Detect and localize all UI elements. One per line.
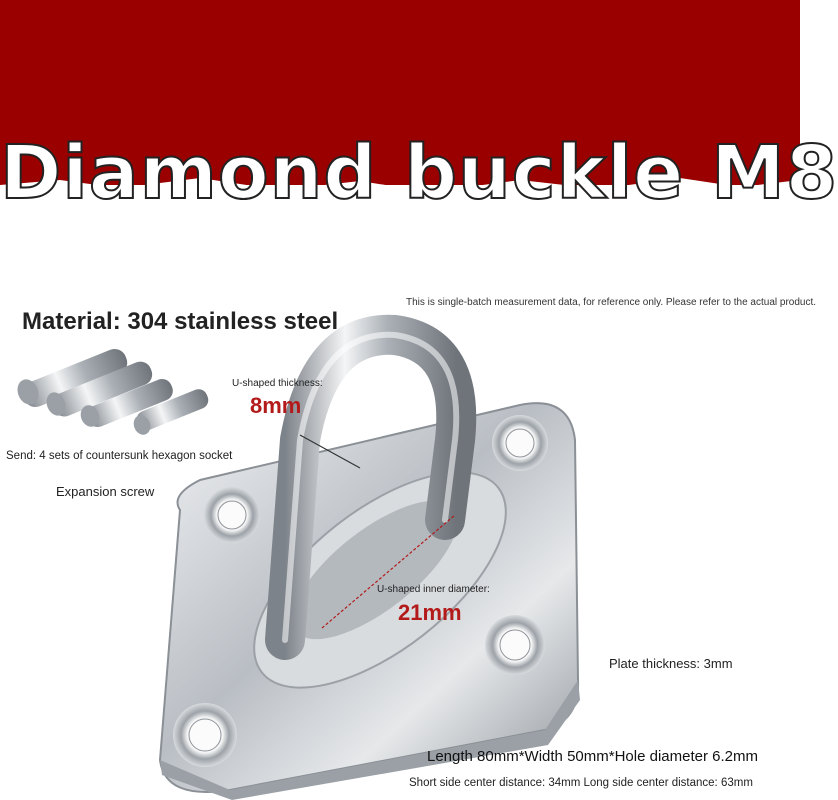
plate-thickness-label: Plate thickness: 3mm [609,656,733,671]
center-distance-label: Short side center distance: 34mm Long si… [409,777,753,789]
dimensions-label: Length 80mm*Width 50mm*Hole diameter 6.2… [427,748,758,765]
banner-torn-edge [0,178,800,210]
u-inner-diameter-label: U-shaped inner diameter: [377,584,490,595]
u-inner-diameter-value: 21mm [398,600,462,625]
red-banner [0,0,800,185]
expansion-screws-graphic [17,348,209,435]
material-label: Material: 304 stainless steel [22,308,339,335]
product-illustration [17,314,580,800]
reference-note: This is single-batch measurement data, f… [406,297,817,308]
accessory-name: Expansion screw [56,484,155,499]
product-title: Diamond buckle M8 [0,129,838,217]
u-thickness-value: 8mm [250,393,302,418]
u-thickness-label: U-shaped thickness: [232,378,323,389]
accessory-send-label: Send: 4 sets of countersunk hexagon sock… [6,450,233,462]
